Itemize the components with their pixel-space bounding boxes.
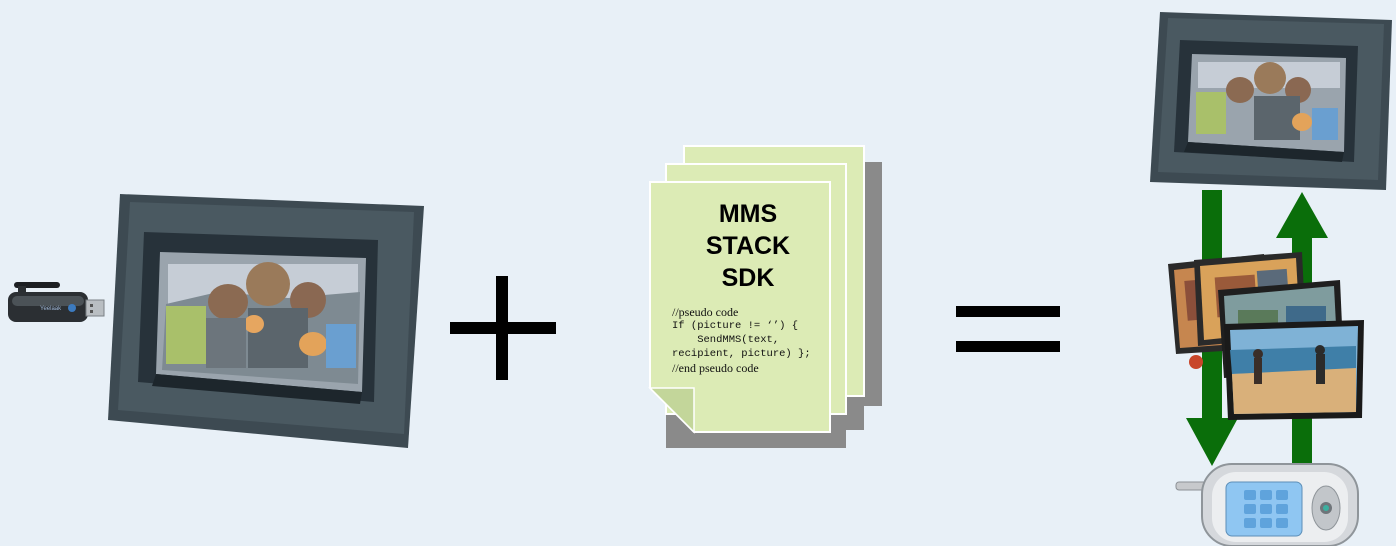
digital-photo-frame-right bbox=[1150, 12, 1392, 190]
code-line: If (picture != ‘’) { bbox=[672, 320, 799, 332]
plus-sign-icon bbox=[450, 276, 556, 380]
code-line: recipient, picture) }; bbox=[672, 348, 811, 360]
photos-stack-icon bbox=[1168, 252, 1364, 420]
document-title-line: SDK bbox=[721, 264, 775, 292]
code-comment-start: //pseudo code bbox=[672, 305, 739, 319]
mobile-phone-icon bbox=[1175, 463, 1359, 546]
digital-photo-frame-left bbox=[108, 194, 424, 448]
document-title-line: MMS bbox=[718, 200, 778, 228]
usb-dongle-label: Yeelaak bbox=[40, 306, 62, 312]
pseudo-code-block: //pseudo code If (picture != ‘’) { SendM… bbox=[672, 305, 847, 375]
code-comment-end: //end pseudo code bbox=[672, 361, 759, 375]
sdk-document-stack bbox=[648, 145, 882, 448]
equals-sign-icon bbox=[956, 306, 1060, 352]
document-title: MMS STACK SDK bbox=[668, 198, 828, 294]
document-title-line: STACK bbox=[705, 232, 791, 260]
usb-dongle-icon: Yeelaak bbox=[8, 282, 105, 322]
code-line: SendMMS(text, bbox=[672, 334, 780, 346]
